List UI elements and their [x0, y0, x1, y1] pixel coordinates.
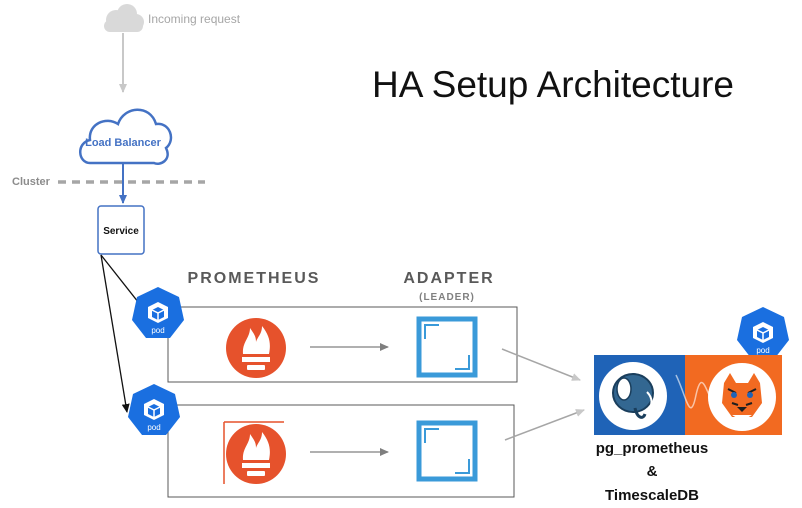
timescale-tiger-logo [708, 363, 776, 431]
prometheus-logo [226, 318, 286, 378]
database-name-line2: & [647, 463, 658, 480]
postgresql-logo [599, 362, 667, 430]
pod-icon: pod [736, 306, 790, 359]
svg-text:pod: pod [756, 346, 769, 355]
cluster-label: Cluster [12, 176, 51, 188]
svg-text:pod: pod [147, 423, 160, 432]
svg-text:pod: pod [151, 326, 164, 335]
database-name-line1: pg_prometheus [596, 440, 709, 457]
adapter-role-label: (LEADER) [419, 292, 475, 303]
adapter-icon [419, 319, 475, 375]
service-box [97, 205, 145, 255]
pod-icon: pod [131, 286, 185, 339]
adapter-icon [419, 423, 475, 479]
database-name-line3: TimescaleDB [605, 487, 699, 504]
load-balancer-cloud [79, 108, 173, 165]
prometheus-logo [223, 421, 286, 484]
incoming-request-label: Incoming request [148, 12, 241, 26]
adapter-to-db-arrow [504, 409, 585, 441]
prometheus-header: PROMETHEUS [188, 270, 321, 287]
cloud-icon [104, 4, 144, 32]
load-balancer-label: Load Balancer [85, 137, 162, 149]
pod-icon: pod [127, 383, 181, 436]
replica-row-1 [167, 306, 518, 383]
diagram-title: HA Setup Architecture [372, 64, 734, 105]
adapter-header: ADAPTER [403, 270, 494, 287]
replica-row-2 [167, 404, 515, 498]
adapter-to-db-arrow [501, 348, 581, 381]
service-label: Service [103, 226, 139, 237]
service-to-pod2-arrow [100, 254, 130, 413]
